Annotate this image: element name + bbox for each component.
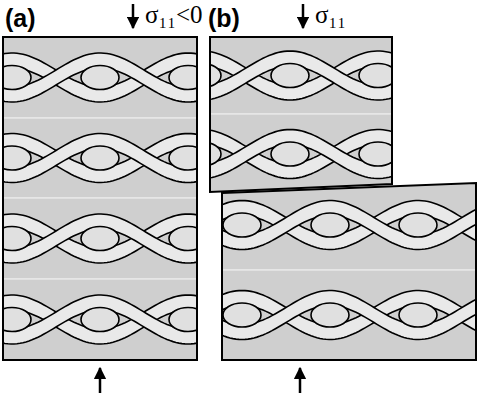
woven-block — [212, 180, 477, 360]
load-arrow — [99, 368, 102, 393]
warp-tow — [0, 295, 206, 344]
weft-tow — [81, 308, 119, 332]
weft-tow — [311, 303, 349, 327]
load-arrows — [100, 4, 303, 393]
warp-tow — [212, 291, 477, 340]
warp-tow — [200, 51, 401, 100]
warp-tow — [0, 295, 206, 344]
weft-tow — [183, 142, 221, 166]
weft-tow — [271, 64, 309, 88]
warp-tow — [200, 130, 401, 179]
weft-tow — [169, 146, 207, 170]
weft-tow — [271, 142, 309, 166]
weft-tow — [169, 227, 207, 251]
weft-tow — [223, 213, 261, 237]
ply-layer — [220, 180, 477, 270]
warp-tow — [0, 134, 206, 183]
warp-tow — [200, 130, 401, 179]
load-arrow — [299, 368, 302, 393]
warp-tow — [0, 214, 206, 263]
weft-tow — [0, 66, 31, 90]
warp-tow — [212, 201, 477, 250]
load-arrow — [302, 4, 305, 28]
weft-tow — [311, 213, 349, 237]
weft-tow — [399, 213, 437, 237]
warp-tow — [0, 53, 206, 102]
warp-tow — [212, 201, 477, 250]
panel-label: (a) — [5, 6, 36, 31]
block-outline — [222, 183, 476, 360]
warp-tow — [0, 53, 206, 102]
warp-tow — [0, 214, 206, 263]
load-arrow — [132, 4, 135, 28]
warp-tow — [0, 134, 206, 183]
weft-tow — [0, 146, 31, 170]
block-outline — [210, 37, 392, 192]
panel-label: (b) — [208, 6, 240, 31]
weft-tow — [81, 227, 119, 251]
ply-layer — [220, 270, 477, 360]
weft-tow — [81, 146, 119, 170]
weft-tow — [183, 64, 221, 88]
weft-tow — [223, 303, 261, 327]
weft-tow — [81, 66, 119, 90]
stress-label: σ₁₁<0 — [145, 2, 203, 27]
weft-tow — [169, 308, 207, 332]
weft-tow — [169, 66, 207, 90]
weft-tow — [0, 308, 31, 332]
block-outline — [3, 37, 197, 360]
warp-tow — [200, 51, 401, 100]
weft-tow — [399, 303, 437, 327]
weft-tow — [0, 227, 31, 251]
warp-tow — [212, 291, 477, 340]
stress-label: σ₁₁ — [315, 2, 346, 27]
woven-block — [0, 37, 207, 360]
woven-block — [183, 37, 401, 194]
